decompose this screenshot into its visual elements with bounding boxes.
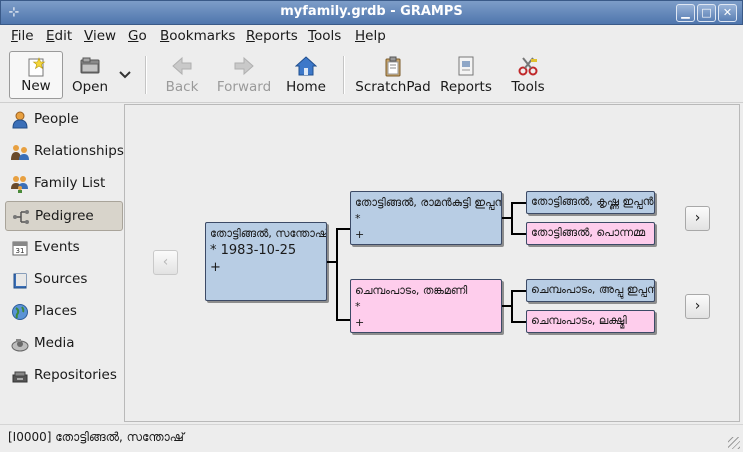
people-icon — [12, 111, 28, 129]
scissors-tools-icon — [518, 57, 538, 76]
connector-line — [336, 228, 350, 230]
person-death: + — [355, 228, 365, 241]
chevron-right-icon: › — [694, 298, 701, 314]
pedigree-forward-father-button[interactable]: › — [685, 206, 710, 231]
person-name: ചെമ്പംപാടം, തങ്കമണി — [355, 284, 468, 297]
sidebar-item-relationships[interactable]: Relationships — [5, 137, 124, 167]
person-card-paternal-grandmother[interactable]: തോട്ടിങ്ങൽ, പൊന്നമ്മ — [526, 222, 655, 245]
sidebar-item-family-list[interactable]: Family List — [5, 169, 123, 199]
person-name: തോട്ടിങ്ങൽ, കൃഷ്ണ ഇപ്പൻ — [531, 195, 654, 208]
sidebar-item-people[interactable]: People — [5, 105, 123, 135]
sidebar-item-events[interactable]: 31 Events — [5, 233, 123, 263]
connector-line — [336, 319, 350, 321]
menu-bar: File Edit View Go Bookmarks Reports Tool… — [0, 25, 743, 48]
svg-text:31: 31 — [16, 247, 25, 255]
sidebar: People Relationships Family List Pedigre… — [2, 105, 124, 422]
sidebar-item-pedigree[interactable]: Pedigree — [5, 201, 123, 231]
person-card-maternal-grandmother[interactable]: ചെമ്പംപാടം, ലക്ഷ്മി — [526, 310, 655, 333]
menu-reports[interactable]: Reports — [246, 28, 298, 44]
connector-line — [336, 228, 338, 321]
menu-bookmarks[interactable]: Bookmarks — [160, 28, 236, 44]
tools-button[interactable]: Tools — [506, 51, 550, 99]
pedigree-icon — [13, 210, 29, 224]
maximize-button[interactable]: □ — [697, 4, 716, 22]
menu-tools[interactable]: Tools — [308, 28, 342, 44]
back-arrow-icon — [172, 56, 192, 76]
person-name: ചെമ്പംപാടം, ലക്ഷ്മി — [531, 314, 627, 327]
sources-icon — [13, 273, 27, 289]
open-folder-icon — [80, 57, 100, 74]
menu-help[interactable]: Help — [355, 28, 386, 44]
status-text: [I0000] തോട്ടിങ്ങൽ, സന്തോഷ് — [8, 430, 184, 444]
gramps-tree-icon[interactable]: ⊹ — [8, 5, 20, 20]
new-button[interactable]: New — [9, 51, 63, 99]
connector-line — [511, 290, 526, 292]
person-card-maternal-grandfather[interactable]: ചെമ്പംപാടം, അപ്പു ഇപ്പൻ — [526, 279, 655, 302]
menu-go[interactable]: Go — [128, 28, 147, 44]
family-list-icon — [11, 176, 28, 193]
person-name: തോട്ടിങ്ങൽ, സന്തോഷ് — [210, 227, 327, 240]
menu-file[interactable]: File — [11, 28, 34, 44]
forward-arrow-icon — [234, 56, 254, 76]
repositories-icon — [12, 371, 28, 383]
person-birth: * 1983-10-25 — [210, 243, 297, 258]
person-birth: * — [355, 212, 361, 225]
connector-line — [511, 290, 513, 322]
home-icon — [295, 56, 317, 76]
pedigree-view: ‹ തോട്ടിങ്ങൽ, സന്തോഷ് * 1983-10-25 + തോട… — [124, 104, 740, 422]
window-title: myfamily.grdb - GRAMPS — [280, 4, 463, 19]
home-button[interactable]: Home — [280, 51, 332, 99]
resize-grip[interactable] — [728, 437, 740, 449]
pedigree-forward-mother-button[interactable]: › — [685, 294, 710, 319]
toolbar-separator — [145, 56, 147, 94]
person-card-mother[interactable]: ചെമ്പംപാടം, തങ്കമണി * + — [350, 279, 502, 333]
person-death: + — [210, 260, 221, 275]
menu-view[interactable]: View — [84, 28, 117, 44]
person-name: ചെമ്പംപാടം, അപ്പു ഇപ്പൻ — [531, 283, 655, 296]
sidebar-item-sources[interactable]: Sources — [5, 265, 123, 295]
events-icon: 31 — [12, 241, 28, 256]
connector-line — [502, 305, 512, 307]
person-card-paternal-grandfather[interactable]: തോട്ടിങ്ങൽ, കൃഷ്ണ ഇപ്പൻ — [526, 191, 655, 214]
back-button[interactable]: Back — [156, 51, 208, 99]
sidebar-item-repositories[interactable]: Repositories — [5, 361, 123, 391]
globe-icon — [12, 304, 28, 320]
chevron-left-icon: ‹ — [162, 254, 169, 270]
connector-line — [511, 233, 526, 235]
open-recent-dropdown[interactable] — [114, 51, 136, 99]
sidebar-item-media[interactable]: Media — [5, 329, 123, 359]
minimize-button[interactable]: ▁ — [676, 4, 695, 22]
report-icon — [458, 56, 474, 76]
toolbar-separator — [343, 56, 345, 94]
connector-line — [511, 321, 526, 323]
relationships-icon — [11, 145, 29, 160]
forward-button[interactable]: Forward — [214, 51, 274, 99]
title-bar: ⊹ myfamily.grdb - GRAMPS ▁ □ ✕ — [0, 0, 743, 25]
person-card-father[interactable]: തോട്ടിങ്ങൽ, രാമൻകുട്ടി ഇപ്പൻ * + — [350, 191, 502, 245]
toolbar: New Open Back Forward Home — [0, 48, 743, 103]
person-name: തോട്ടിങ്ങൽ, പൊന്നമ്മ — [531, 226, 646, 239]
connector-line — [511, 202, 526, 204]
open-button[interactable]: Open — [68, 51, 112, 99]
connector-line — [511, 202, 513, 234]
connector-line — [502, 217, 512, 219]
chevron-down-icon — [119, 71, 131, 79]
sidebar-item-places[interactable]: Places — [5, 297, 123, 327]
media-icon — [11, 339, 29, 352]
person-death: + — [355, 316, 365, 329]
scratchpad-button[interactable]: ScratchPad — [354, 51, 432, 99]
menu-edit[interactable]: Edit — [46, 28, 73, 44]
connector-line — [327, 261, 337, 263]
pedigree-back-button[interactable]: ‹ — [153, 250, 178, 275]
chevron-right-icon: › — [694, 210, 701, 226]
clipboard-icon — [385, 56, 401, 77]
person-birth: * — [355, 300, 361, 313]
status-bar: [I0000] തോട്ടിങ്ങൽ, സന്തോഷ് — [0, 424, 743, 452]
new-document-icon — [28, 57, 46, 77]
close-button[interactable]: ✕ — [718, 4, 737, 22]
reports-button[interactable]: Reports — [438, 51, 494, 99]
person-card-root[interactable]: തോട്ടിങ്ങൽ, സന്തോഷ് * 1983-10-25 + — [205, 222, 327, 301]
person-name: തോട്ടിങ്ങൽ, രാമൻകുട്ടി ഇപ്പൻ — [355, 196, 502, 209]
